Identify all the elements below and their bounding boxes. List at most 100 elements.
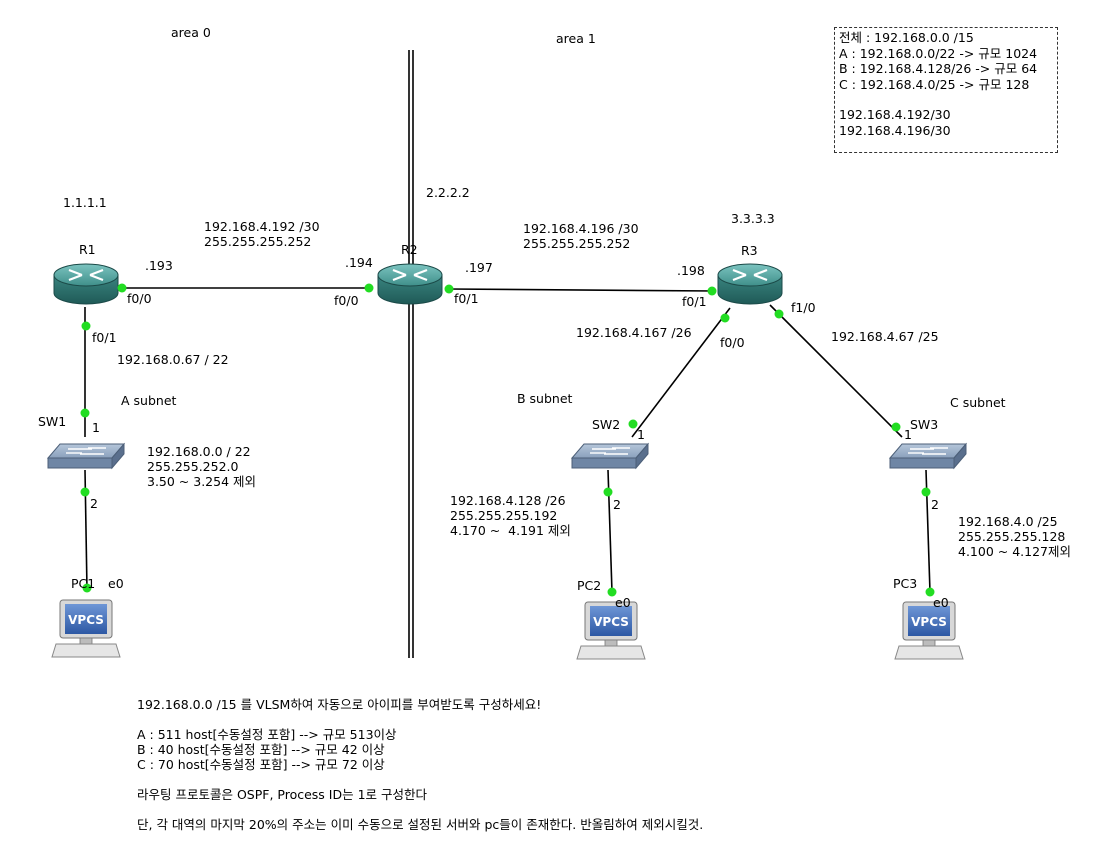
- r2-name: R2: [401, 242, 418, 257]
- r3-c-ip: 192.168.4.67 /25: [831, 329, 939, 344]
- router-r2-icon[interactable]: [376, 262, 444, 306]
- r2-router-id: 2.2.2.2: [426, 185, 470, 200]
- sw1-port-1: 1: [92, 420, 100, 435]
- area-divider: [408, 50, 414, 658]
- subnet-a-exclusion: 3.50 ~ 3.254 제외: [147, 474, 257, 489]
- pc1-name: PC1: [71, 576, 96, 591]
- sw2-port-1: 1: [637, 427, 645, 442]
- port-dot: [607, 587, 617, 597]
- sw2-port-2: 2: [613, 497, 621, 512]
- pc1-e0-label: e0: [108, 576, 124, 591]
- subnet-c-network: 192.168.4.0 /25: [958, 514, 1058, 529]
- r1r2-network: 192.168.4.192 /30: [204, 219, 320, 234]
- subnet-b-exclusion: 4.170 ~ 4.191 제외: [450, 523, 571, 538]
- port-dot: [80, 487, 90, 497]
- link-r3-sw3: [769, 304, 903, 438]
- subnet-b-mask: 255.255.255.192: [450, 508, 558, 523]
- port-dot: [921, 487, 931, 497]
- note-line: C : 70 host[수동설정 포함] --> 규모 72 이상: [137, 757, 385, 772]
- r3-f0-1-host: .198: [677, 263, 705, 278]
- r1-lan-ip: 192.168.0.67 / 22: [117, 352, 229, 367]
- port-dot: [80, 408, 90, 418]
- subnet-b-network: 192.168.4.128 /26: [450, 493, 566, 508]
- pc2-name: PC2: [577, 578, 602, 593]
- sw3-port-2: 2: [931, 497, 939, 512]
- r2-f0-0-label: f0/0: [334, 293, 359, 308]
- port-dot: [82, 583, 92, 593]
- r2r3-network: 192.168.4.196 /30: [523, 221, 639, 236]
- area-0-label: area 0: [171, 25, 211, 40]
- note-line: 단, 각 대역의 마지막 20%의 주소는 이미 수동으로 설정된 서버와 pc…: [137, 817, 704, 832]
- subnet-a-mask: 255.255.252.0: [147, 459, 239, 474]
- port-dot: [774, 309, 784, 319]
- sw3-name: SW3: [910, 417, 939, 432]
- r3-f1-0-label: f1/0: [791, 300, 816, 315]
- subnet-c-mask: 255.255.255.128: [958, 529, 1066, 544]
- port-dot: [925, 587, 935, 597]
- r2-f0-0-host: .194: [345, 255, 373, 270]
- port-dot: [603, 487, 613, 497]
- r1-name: R1: [79, 242, 96, 257]
- subnet-a-label: A subnet: [121, 393, 177, 408]
- link-r3-sw2: [631, 307, 731, 438]
- subnet-b-label: B subnet: [517, 391, 573, 406]
- r1-f0-1-label: f0/1: [92, 330, 117, 345]
- pc1-vpcs-label: VPCS: [68, 613, 104, 627]
- r1-router-id: 1.1.1.1: [63, 195, 107, 210]
- port-dot: [117, 283, 127, 293]
- link-r2-r3: [447, 288, 716, 292]
- switch-sw3-icon[interactable]: [889, 443, 967, 469]
- pc3-e0-label: e0: [933, 595, 949, 610]
- pc3-icon[interactable]: VPCS: [894, 601, 964, 660]
- r3-f0-1-label: f0/1: [682, 294, 707, 309]
- subnet-c-exclusion: 4.100 ~ 4.127제외: [958, 544, 1071, 559]
- pc2-e0-label: e0: [615, 595, 631, 610]
- note-line: A : 511 host[수동설정 포함] --> 규모 513이상: [137, 727, 397, 742]
- r2r3-mask: 255.255.255.252: [523, 236, 631, 251]
- address-plan-line: 전체 : 192.168.0.0 /15: [839, 30, 974, 45]
- r3-router-id: 3.3.3.3: [731, 211, 775, 226]
- r1-f0-0-label: f0/0: [127, 291, 152, 306]
- pc2-vpcs-label: VPCS: [593, 615, 629, 629]
- address-plan-line: C : 192.168.4.0/25 -> 규모 128: [839, 76, 1030, 92]
- port-dot: [364, 283, 374, 293]
- r2-f0-1-host: .197: [465, 260, 493, 275]
- pc3-name: PC3: [893, 576, 918, 591]
- r2-f0-1-label: f0/1: [454, 291, 479, 306]
- port-dot: [707, 286, 717, 296]
- address-plan-box: 전체 : 192.168.0.0 /15 A : 192.168.0.0/22 …: [834, 27, 1058, 153]
- sw3-port-1: 1: [904, 427, 912, 442]
- subnet-a-network: 192.168.0.0 / 22: [147, 444, 251, 459]
- port-dot: [891, 422, 901, 432]
- switch-sw2-icon[interactable]: [571, 443, 649, 469]
- address-plan-line: B : 192.168.4.128/26 -> 규모 64: [839, 61, 1038, 76]
- subnet-c-label: C subnet: [950, 395, 1006, 410]
- note-line: 192.168.0.0 /15 를 VLSM하여 자동으로 아이피를 부여받도록…: [137, 697, 542, 712]
- port-dot: [628, 419, 638, 429]
- pc3-vpcs-label: VPCS: [911, 615, 947, 629]
- r1r2-mask: 255.255.255.252: [204, 234, 312, 249]
- address-plan-line: A : 192.168.0.0/22 -> 규모 1024: [839, 45, 1038, 61]
- router-r3-icon[interactable]: [716, 262, 784, 306]
- address-plan-line: 192.168.4.196/30: [839, 122, 951, 138]
- r3-f0-0-label: f0/0: [720, 335, 745, 350]
- switch-sw1-icon[interactable]: [47, 443, 125, 469]
- address-plan-line: 192.168.4.192/30: [839, 107, 951, 122]
- sw1-name: SW1: [38, 414, 67, 429]
- pc2-icon[interactable]: VPCS: [576, 601, 646, 660]
- r1-f0-0-host: .193: [145, 258, 173, 273]
- r3-b-ip: 192.168.4.167 /26: [576, 325, 692, 340]
- area-1-label: area 1: [556, 31, 596, 46]
- r3-name: R3: [741, 243, 758, 258]
- port-dot: [81, 321, 91, 331]
- sw1-port-2: 2: [90, 496, 98, 511]
- router-r1-icon[interactable]: [52, 262, 120, 306]
- port-dot: [444, 284, 454, 294]
- sw2-name: SW2: [592, 417, 621, 432]
- task-notes: 192.168.0.0 /15 를 VLSM하여 자동으로 아이피를 부여받도록…: [137, 697, 703, 832]
- pc1-icon[interactable]: VPCS: [51, 599, 121, 658]
- port-dot: [720, 313, 730, 323]
- note-line: B : 40 host[수동설정 포함] --> 규모 42 이상: [137, 742, 385, 757]
- note-line: 라우팅 프로토콜은 OSPF, Process ID는 1로 구성한다: [137, 787, 427, 802]
